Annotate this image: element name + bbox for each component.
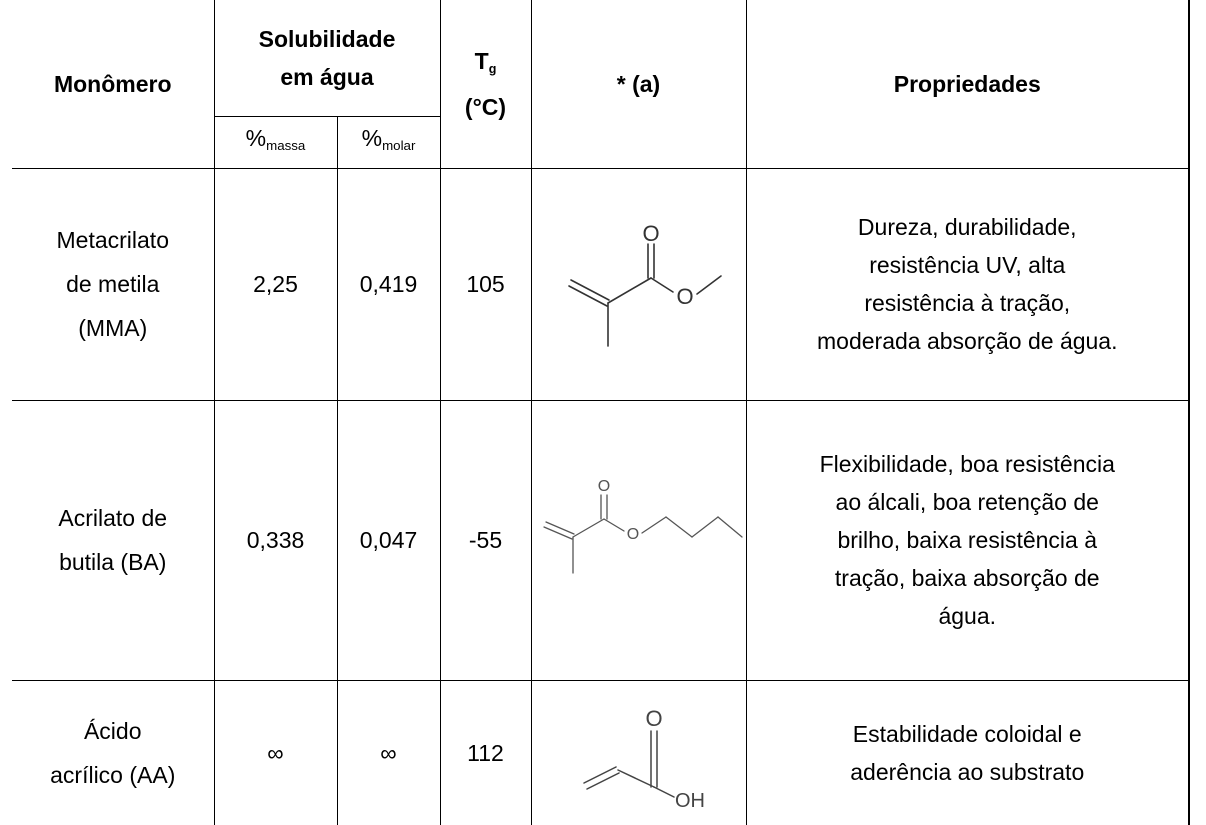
property-line: Estabilidade coloidal e	[852, 720, 1082, 747]
oxygen-label: O	[645, 706, 662, 731]
monomer-name: Metacrilato de metila (MMA)	[12, 167, 215, 401]
oxygen-label: O	[597, 478, 609, 495]
monomer-name: Acrilato de butila (BA)	[12, 399, 215, 681]
property-line: água.	[938, 603, 997, 629]
mass-subscript: massa	[266, 138, 306, 154]
molar-solubility: ∞	[336, 679, 441, 825]
table-row: Metacrilato de metila (MMA) 2,25 0,419 1…	[12, 167, 1190, 401]
header-tg-unit: (°C)	[464, 93, 507, 120]
header-tg-subscript: g	[488, 61, 497, 76]
pct-symbol: %	[245, 124, 267, 151]
header-row: Monômero Solubilidade em água Tg (°C) * …	[12, 0, 1190, 169]
glass-transition: -55	[439, 399, 532, 681]
property-line: brilho, baixa resistência à	[837, 527, 1098, 553]
header-solubility-line1: Solubilidade	[258, 25, 396, 52]
name-line: (MMA)	[78, 315, 148, 341]
subheader-molar: %molar	[336, 115, 441, 169]
monomer-table: Monômero Solubilidade em água Tg (°C) * …	[12, 0, 1190, 825]
name-line: Acrilato de	[58, 505, 168, 531]
structure-cell: O OH	[530, 679, 747, 825]
pct-symbol: %	[361, 124, 383, 151]
property-line: resistência à tração,	[864, 290, 1071, 316]
monomer-name: Ácido acrílico (AA)	[12, 679, 215, 825]
header-properties: Propriedades	[745, 0, 1190, 169]
aa-structure-icon: O OH	[582, 706, 705, 812]
molar-solubility: 0,419	[336, 167, 441, 401]
mass-solubility: ∞	[213, 679, 338, 825]
subheader-mass: %massa	[213, 115, 338, 169]
mma-structure-icon: O O	[567, 221, 722, 347]
molar-subscript: molar	[382, 138, 416, 154]
name-line: Ácido	[83, 717, 142, 744]
name-line: butila (BA)	[59, 549, 167, 575]
glass-transition: 112	[439, 679, 532, 825]
oxygen-label: O	[642, 221, 659, 246]
properties-cell: Estabilidade coloidal e aderência ao sub…	[745, 679, 1190, 825]
mass-solubility: 2,25	[213, 167, 338, 401]
name-line: Metacrilato	[56, 227, 169, 253]
property-line: ao álcali, boa retenção de	[835, 489, 1099, 515]
ba-structure-icon: O O	[542, 478, 743, 574]
header-tg-symbol: T	[474, 47, 489, 74]
property-line: tração, baixa absorção de	[834, 565, 1100, 591]
name-line: de metila	[66, 271, 160, 297]
hydroxyl-label: OH	[675, 790, 705, 812]
header-structure: * (a)	[530, 0, 747, 169]
header-monomer: Monômero	[12, 0, 215, 169]
property-line: resistência UV, alta	[869, 252, 1066, 278]
property-line: moderada absorção de água.	[817, 328, 1118, 354]
property-line: Flexibilidade, boa resistência	[819, 451, 1115, 477]
glass-transition: 105	[439, 167, 532, 401]
properties-cell: Flexibilidade, boa resistência ao álcali…	[745, 399, 1190, 681]
property-line: aderência ao substrato	[850, 758, 1085, 785]
properties-cell: Dureza, durabilidade, resistência UV, al…	[745, 167, 1190, 401]
subheader-row: %massa %molar	[12, 115, 1189, 169]
oxygen-label: O	[626, 526, 638, 543]
structure-cell: O O	[530, 399, 747, 681]
structure-cell: O O	[530, 167, 747, 401]
header-tg: Tg (°C)	[439, 0, 532, 169]
mass-solubility: 0,338	[213, 399, 338, 681]
property-line: Dureza, durabilidade,	[857, 214, 1077, 240]
molar-solubility: 0,047	[336, 399, 441, 681]
table-row: Acrilato de butila (BA) 0,338 0,047 -55	[12, 399, 1190, 681]
header-solubility-line2: em água	[280, 63, 374, 90]
table-row: Ácido acrílico (AA) ∞ ∞ 112 O OH Estabil…	[12, 679, 1190, 825]
oxygen-label: O	[676, 284, 693, 309]
header-solubility: Solubilidade em água	[213, 0, 441, 117]
name-line: acrílico (AA)	[50, 761, 176, 788]
